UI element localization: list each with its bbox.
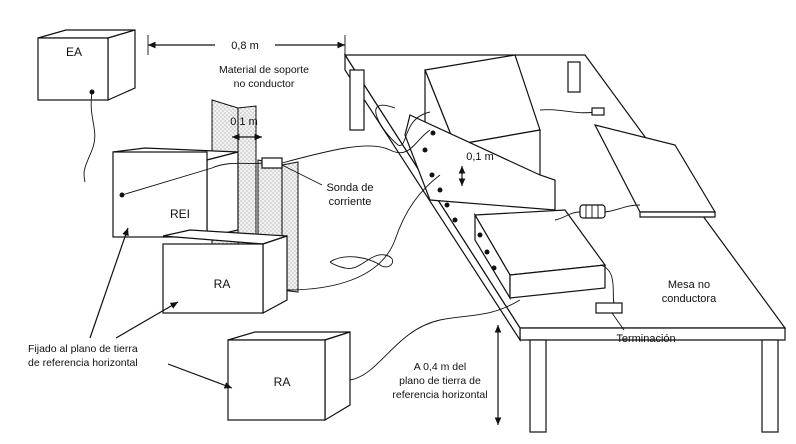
ferrite-filter <box>579 204 606 219</box>
label-ra-low: RA <box>274 375 291 389</box>
connector-top-right <box>591 107 605 116</box>
cable-ea-rei <box>83 91 96 183</box>
label-ra-mid: RA <box>214 277 231 291</box>
label-table-2: conductora <box>662 293 717 305</box>
leader-fixed-rei <box>89 227 129 339</box>
cable-loop-floor <box>329 254 394 269</box>
cable-filter-right <box>604 204 641 213</box>
table-leg-back-right <box>567 61 581 93</box>
label-fixed-1: Fijado al plano de tierra <box>28 343 138 355</box>
label-table-1: Mesa no <box>668 279 710 291</box>
label-support-1: Material de soporte <box>219 64 309 76</box>
label-probe-2: corriente <box>329 196 372 208</box>
box-ea <box>37 29 136 101</box>
table-leg-front-right <box>761 339 779 433</box>
label-fixed-2: de referencia horizontal <box>28 357 138 369</box>
dimension-lines <box>147 35 502 425</box>
leader-fixed-ra-low <box>167 363 233 389</box>
leader-termination <box>611 312 625 331</box>
cable-filter-left <box>554 211 581 221</box>
label-height-2: plano de tierra de <box>399 375 481 387</box>
keyboard-edge <box>639 211 716 218</box>
label-support-2: no conductor <box>234 78 295 90</box>
label-rei: REI <box>170 207 190 221</box>
label-ea: EA <box>66 45 82 59</box>
leader-probe <box>281 164 323 186</box>
termination-box <box>595 302 623 314</box>
table-leg-front-left <box>529 339 547 433</box>
lower-box-front <box>509 264 606 299</box>
leader-fixed-ra <box>115 301 179 339</box>
label-height-1: A 0,4 m del <box>414 361 467 373</box>
table-leg-back-left <box>349 69 365 131</box>
cable-top-right <box>539 109 596 114</box>
label-termination: Terminación <box>616 333 675 345</box>
box-rei <box>112 147 239 238</box>
box-ra-mid <box>162 229 288 315</box>
cable-rei-probe <box>121 162 263 196</box>
label-dim-01-left: 0,1 m <box>230 116 258 128</box>
leaders <box>89 164 625 389</box>
cable-ra-eut <box>286 174 441 291</box>
label-dim-01-right: 0,1 m <box>466 151 494 163</box>
box-ra-low <box>227 331 351 422</box>
cable-probe-eut <box>281 129 431 164</box>
cable-ra-low <box>349 299 521 381</box>
lower-eut-box <box>473 209 607 301</box>
cables <box>83 89 641 381</box>
label-dim-top: 0,8 m <box>231 40 259 52</box>
cable-loop-top <box>375 104 431 146</box>
keyboard-device <box>593 124 717 218</box>
label-probe-1: Sonda de <box>326 182 373 194</box>
current-probe-body <box>261 157 283 169</box>
label-height-3: referencia horizontal <box>392 389 487 401</box>
